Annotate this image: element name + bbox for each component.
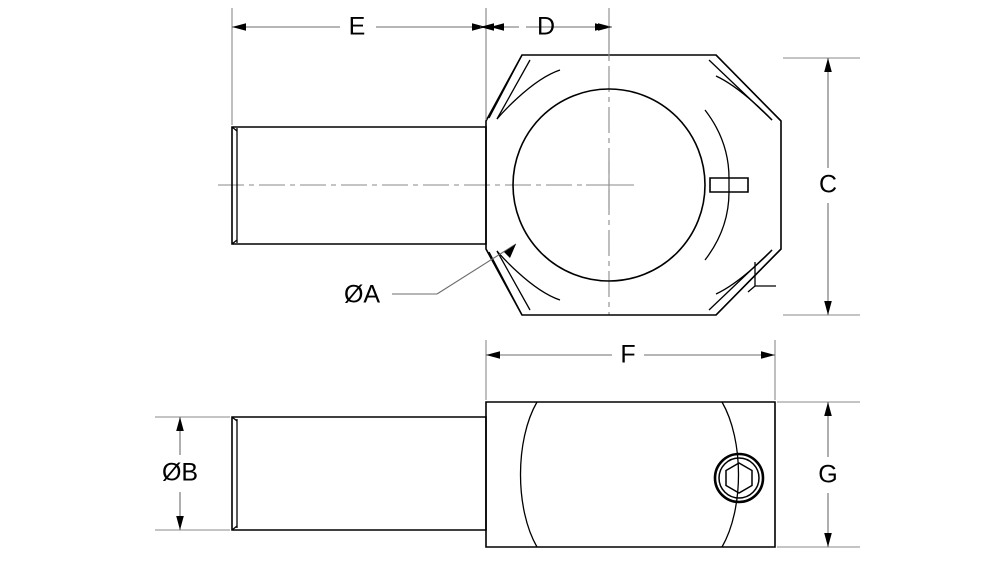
dimension-label-F: F	[620, 341, 635, 369]
clamp-split-gap-top	[704, 109, 749, 261]
dimension-D	[480, 8, 612, 120]
clamp-body-top-view	[485, 54, 782, 316]
dimension-label-B: ØB	[162, 459, 198, 487]
bottom-view-group: F ØB G	[155, 340, 860, 548]
bore-diameter-leader	[392, 243, 517, 295]
dimension-label-G: G	[818, 461, 837, 489]
dimension-label-C: C	[819, 171, 837, 199]
dimension-G	[777, 401, 860, 548]
dimension-B	[155, 416, 230, 531]
socket-head-cap-screw	[713, 452, 765, 504]
dimension-label-bore-diameter: ØA	[344, 281, 380, 309]
clamp-tab-detail	[747, 262, 776, 293]
top-view-group: ØA E D C	[218, 8, 860, 316]
clamp-body-bottom-view	[485, 401, 776, 548]
dimension-label-D: D	[537, 13, 555, 41]
dimension-label-E: E	[349, 13, 366, 41]
dimension-C	[783, 57, 860, 316]
dimension-F	[485, 340, 776, 400]
clamp-bore-circle	[512, 88, 706, 282]
